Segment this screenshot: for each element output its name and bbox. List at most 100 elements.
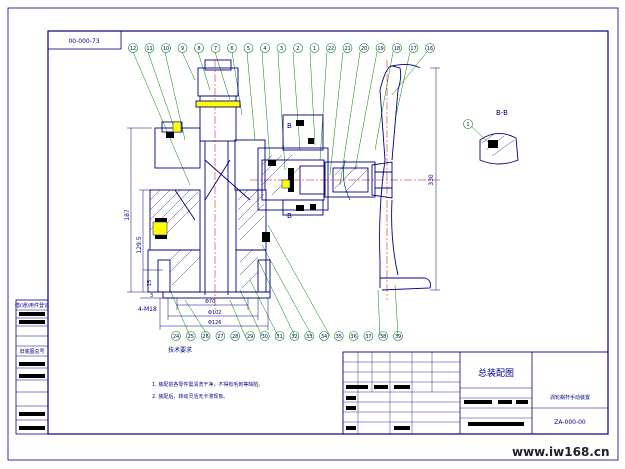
part-balloon-number: 10: [163, 46, 169, 52]
title-block-drawing-number: ZA-000-00: [554, 419, 586, 426]
part-balloon: [161, 43, 171, 53]
part-balloon-number: 6: [230, 46, 233, 52]
gear-housing: [147, 59, 392, 299]
part-balloon: [363, 331, 374, 341]
leader-lines: [132, 51, 428, 337]
part-balloon: [425, 43, 435, 53]
part-balloon-number: 24: [173, 334, 179, 340]
strip-label-b: 旧底图总号: [19, 348, 44, 355]
dimension-texts: 187 129.5 15 3 4-M18 Φ70 Φ102 Φ126 330: [124, 174, 435, 326]
part-balloon: [348, 331, 359, 341]
part-balloon: [245, 331, 255, 341]
part-balloon: [293, 43, 303, 53]
part-balloon-number: 11: [146, 46, 152, 52]
part-balloon-number: 8: [197, 46, 200, 52]
part-balloon: [359, 43, 369, 53]
dim-offset-15: 15: [147, 280, 153, 286]
part-balloon: [194, 43, 204, 53]
part-balloon-number: 16: [427, 46, 433, 52]
part-balloon-number: 34: [321, 334, 327, 340]
part-balloon-number: 7: [214, 46, 217, 52]
dim-holes: 4-M18: [138, 306, 157, 313]
section-hatching: [149, 154, 369, 289]
title-block: 总装配图 涡轮蜗杆手动装置 ZA-000-00: [342, 351, 609, 435]
dim-dia-mid: Φ102: [208, 310, 221, 316]
part-balloon-number: 31: [276, 334, 282, 340]
code-box: 00-000-73: [47, 30, 122, 50]
part-balloon-number: 38: [380, 334, 386, 340]
part-balloon: [342, 43, 353, 53]
part-balloon-number: 2: [296, 46, 299, 52]
strip-label-a: 借(通)用件登记: [15, 302, 49, 309]
part-balloon: [186, 331, 196, 341]
part-balloon-number: 20: [361, 46, 367, 52]
section-bb-label: B-B: [496, 109, 508, 117]
technical-requirements: 技术要求 1. 装配前各零件需清洗干净，不得有毛刺等缺陷。 2. 装配后，转动灵…: [152, 346, 263, 400]
part-balloon-number: 17: [410, 46, 416, 52]
part-balloon-number: 5: [247, 46, 250, 52]
part-balloon-number: 29: [247, 334, 253, 340]
part-balloon: [289, 331, 300, 341]
dim-height-left: 187: [124, 209, 131, 221]
yellow-components: [152, 121, 291, 236]
dim-offset-3: 3: [150, 293, 153, 299]
part-balloon: [309, 43, 320, 53]
tech-req-item-2: 2. 装配后，转动灵活无卡滞现象。: [152, 393, 228, 400]
inner-frame: [47, 30, 609, 435]
part-balloon-number: 18: [394, 46, 400, 52]
part-balloon: [215, 331, 226, 341]
part-balloon-number: 26: [202, 334, 208, 340]
part-balloon-number: 9: [181, 46, 184, 52]
dimensions: [127, 67, 440, 330]
part-balloon-number: 19: [377, 46, 383, 52]
tech-req-heading: 技术要求: [168, 346, 192, 354]
centerlines: [214, 60, 440, 310]
part-balloon: [171, 331, 181, 341]
dim-dia-inner: Φ70: [205, 299, 215, 305]
part-balloon: [326, 43, 336, 53]
part-balloon-number: 25: [188, 334, 194, 340]
tech-req-item-1: 1. 装配前各零件需清洗干净，不得有毛刺等缺陷。: [152, 381, 263, 388]
part-balloon-number: 39: [395, 334, 401, 340]
part-balloon-number: 28: [232, 334, 238, 340]
part-balloon-number: 22: [328, 46, 334, 52]
part-balloon: [375, 43, 386, 53]
part-balloon-number: 12: [130, 46, 136, 52]
part-balloon: [144, 43, 155, 53]
part-balloon-number: 21: [344, 46, 350, 52]
outer-frame: [7, 7, 619, 461]
part-balloon: [319, 331, 329, 341]
part-balloon-number: 37: [365, 334, 371, 340]
code-box-text: 00-000-73: [68, 38, 99, 45]
part-balloon: [333, 331, 344, 341]
part-balloon: [408, 43, 419, 53]
part-balloon: [276, 43, 287, 53]
part-balloon-number: 27: [217, 334, 223, 340]
title-block-title: 总装配图: [478, 367, 514, 379]
part-balloon-number: 32: [291, 334, 297, 340]
part-balloon: [304, 331, 315, 341]
handwheel: [343, 63, 431, 291]
section-bb-detail: B-B 1: [463, 109, 519, 165]
part-balloon-number: 3: [280, 46, 283, 52]
title-block-subtitle: 涡轮蜗杆手动装置: [550, 394, 590, 401]
dim-handwheel-height: 330: [428, 174, 435, 186]
part-balloon: [392, 43, 402, 53]
part-balloon-number: 30: [262, 334, 268, 340]
watermark-text: www.iw168.cn: [512, 445, 610, 459]
part-balloon: [393, 331, 403, 341]
section-marker-bottom: B: [287, 212, 292, 220]
part-balloon: [200, 331, 211, 341]
dim-height-mid: 129.5: [136, 236, 143, 253]
section-callout: 1: [466, 122, 469, 128]
dim-dia-outer: Φ126: [208, 320, 221, 326]
dark-components: [155, 120, 316, 242]
part-balloon: [259, 331, 270, 341]
part-balloon: [210, 43, 221, 53]
part-balloon-number: 1: [313, 46, 316, 52]
left-registration-strip: 借(通)用件登记 旧底图总号: [15, 299, 49, 435]
part-balloon: [230, 331, 240, 341]
